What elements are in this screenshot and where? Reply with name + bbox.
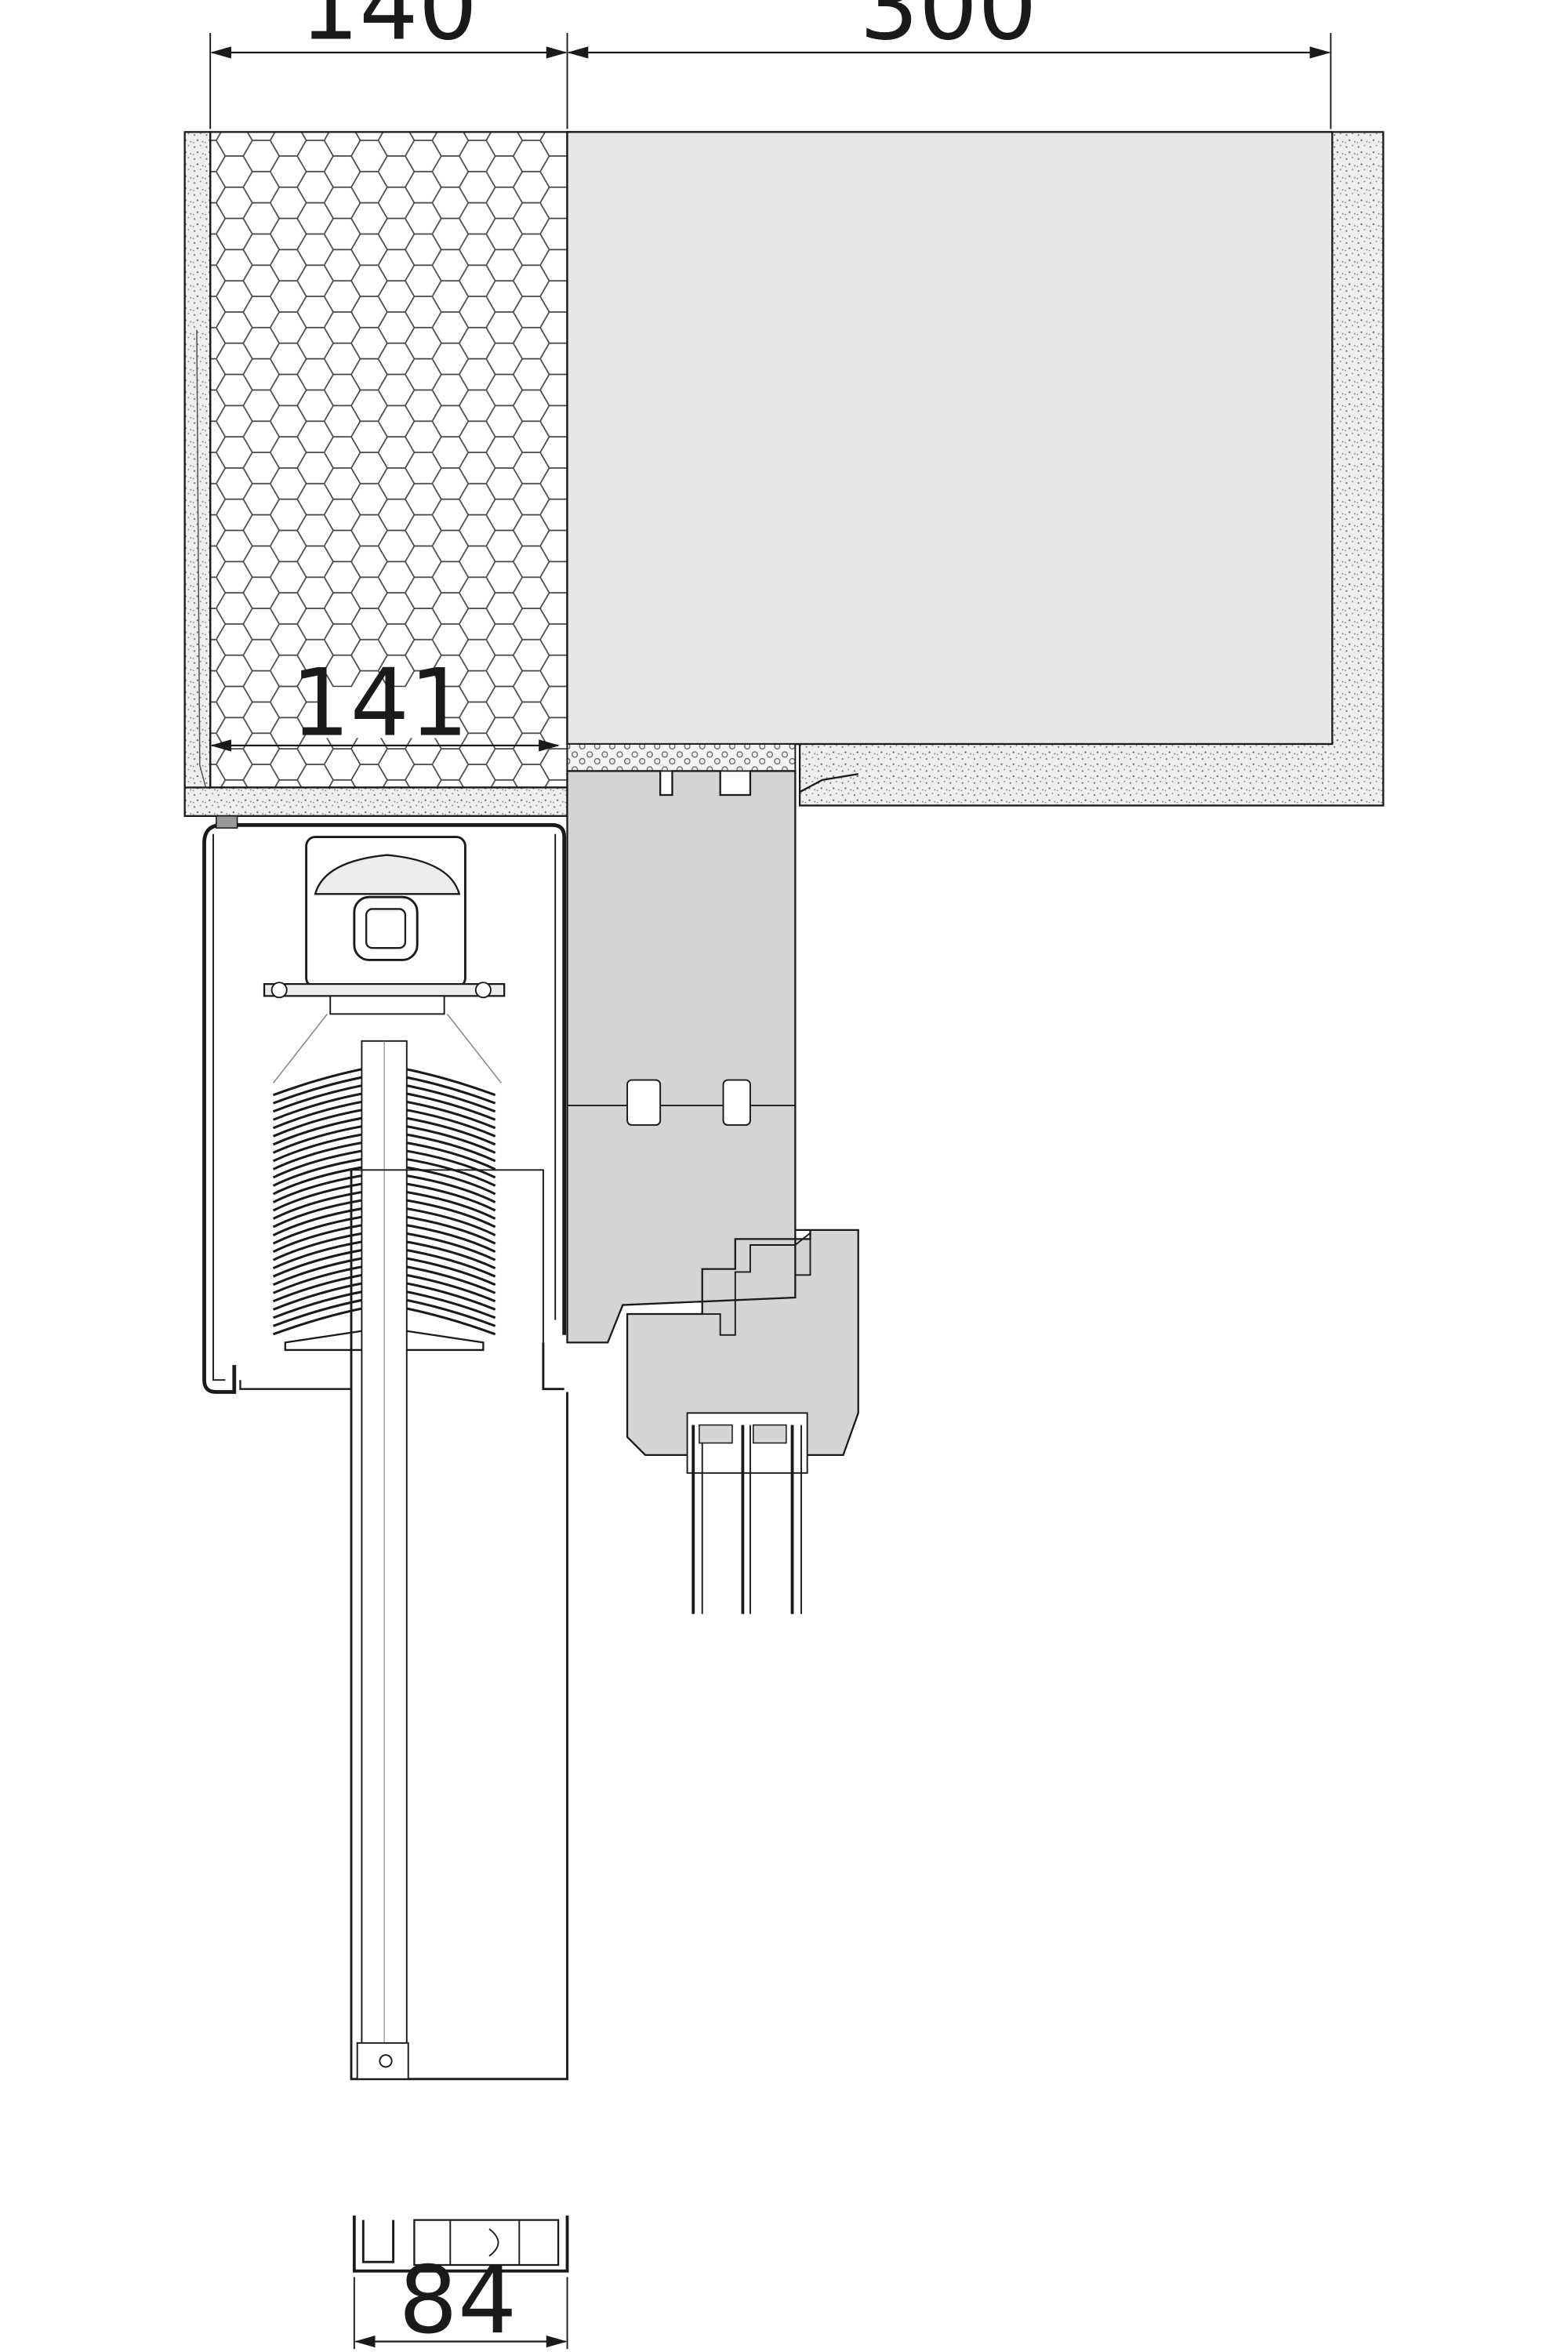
top-dimension-lines [209, 33, 1332, 129]
masonry-wall [566, 131, 1385, 807]
window-frame-profile [566, 770, 859, 1457]
guide-rail-profile [352, 2215, 569, 2273]
sealing-strip [799, 773, 858, 793]
lintel-base-strip [183, 786, 568, 817]
shutter-box-housing [202, 815, 567, 1394]
shutter-curtain-guide [350, 1040, 568, 2081]
motor-axle-assembly [263, 836, 506, 1083]
glazing-unit [686, 1412, 808, 1614]
foam-seal [566, 743, 797, 772]
dimension-label-300: 300 [859, 0, 1036, 61]
dimension-label-84: 84 [398, 2246, 517, 2352]
dimension-label-140: 140 [300, 0, 477, 61]
dimension-label-bg [318, 687, 438, 739]
dimension-label-141: 141 [291, 649, 468, 757]
